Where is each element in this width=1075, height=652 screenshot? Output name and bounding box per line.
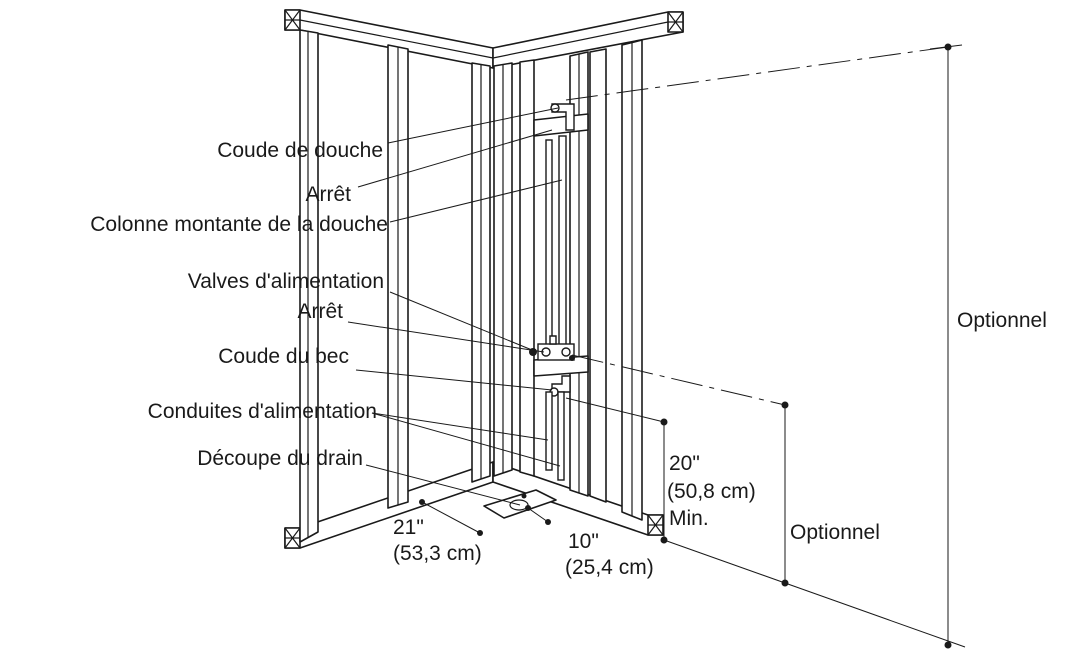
label-supply-valves: Valves d'alimentation (188, 270, 384, 293)
spout-elbow-icon (551, 375, 571, 393)
label-shower-riser: Colonne montante de la douche (90, 213, 388, 236)
dim-width-in: 21" (393, 516, 424, 539)
label-optional-lower: Optionnel (790, 521, 880, 544)
label-supply-lines: Conduites d'alimentation (148, 400, 377, 423)
label-optional-upper: Optionnel (957, 309, 1047, 332)
wall-framing (284, 9, 684, 549)
label-stop-lower: Arrêt (297, 300, 343, 323)
dimension-lines (419, 43, 966, 649)
supply-line-right (557, 391, 565, 481)
dim-depth-cm: (25,4 cm) (565, 556, 654, 579)
leader-lines (347, 107, 563, 506)
callout-labels: Coude de douche Arrêt Colonne montante d… (90, 139, 1047, 544)
supply-line-left (545, 391, 553, 471)
label-spout-elbow: Coude du bec (218, 345, 349, 368)
dim-height-in: 20" (669, 452, 700, 475)
dim-depth-in: 10" (568, 530, 599, 553)
dim-height-cm: (50,8 cm) (667, 480, 756, 503)
left-wall-studs (299, 29, 491, 543)
right-wall-studs (493, 39, 643, 521)
dim-width-cm: (53,3 cm) (393, 542, 482, 565)
label-shower-elbow: Coude de douche (217, 139, 383, 162)
plumbing (483, 103, 575, 519)
shower-riser-pipe (558, 135, 567, 347)
label-stop-upper: Arrêt (305, 183, 351, 206)
dimension-labels: 21" (53,3 cm) 10" (25,4 cm) 20" (50,8 cm… (393, 452, 756, 579)
drain-cutout-outline (483, 489, 557, 519)
dim-height-min: Min. (669, 507, 709, 530)
valve-body-icon (529, 335, 575, 361)
label-drain-cutout: Découpe du drain (197, 447, 363, 470)
